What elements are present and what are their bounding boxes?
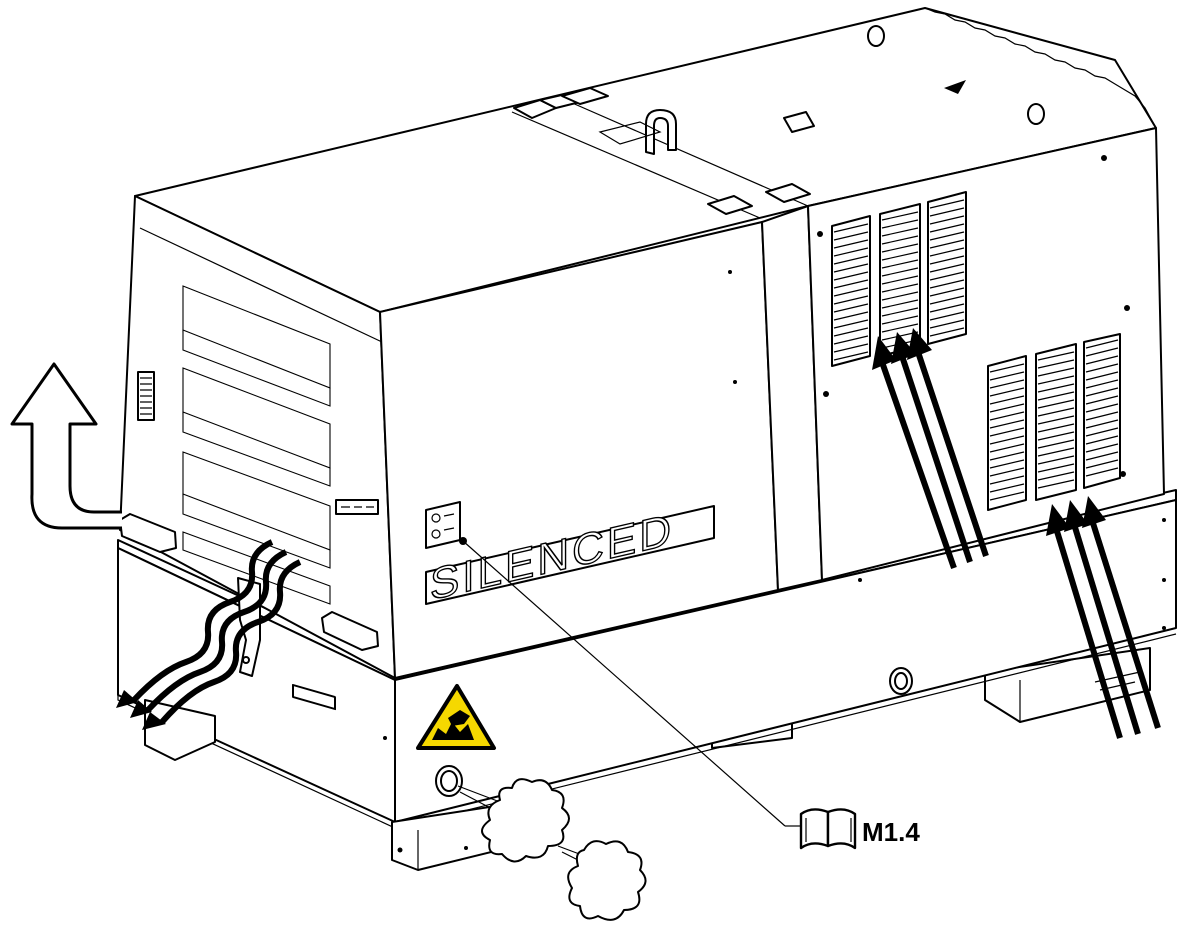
control-panel [425, 501, 467, 549]
top-fittings [513, 25, 1045, 215]
lower-inlet-arrows [1046, 496, 1161, 739]
right-panel [807, 127, 1165, 581]
front-panel: SILENCED [379, 221, 779, 679]
lower-inlet-grille [987, 333, 1121, 511]
outlet-louvres [182, 285, 331, 605]
alternator-air-wavy-arrows [116, 539, 302, 730]
cooling-air-inlet-arrows [872, 328, 1161, 739]
hot-air-outlet-arrow [10, 362, 122, 530]
reference-code: M1.4 [862, 817, 920, 847]
reference-callout: M1.4 [462, 540, 920, 850]
open-book-icon [799, 808, 857, 850]
exhaust-smoke-icon [435, 765, 647, 921]
upper-inlet-arrows [872, 328, 989, 569]
small-side-vent [137, 371, 155, 421]
hot-surface-warning-icon [416, 684, 496, 750]
upper-inlet-grille [831, 191, 967, 367]
left-end-panel [119, 195, 396, 679]
base-frame [117, 489, 1177, 829]
